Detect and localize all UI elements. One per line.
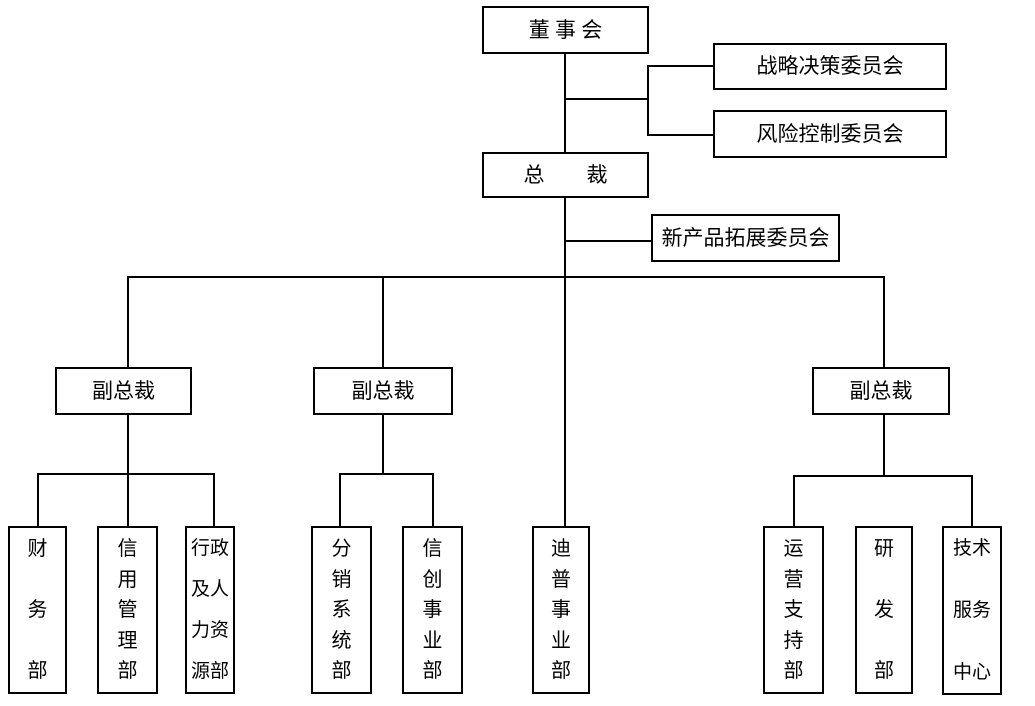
credit-management-dept-label-row: 部	[117, 660, 138, 682]
vp2-drop-line	[382, 276, 384, 367]
new-product-committee-box: 新产品拓展委员会	[651, 214, 840, 262]
operations-support-dept-label-row: 部	[783, 660, 804, 682]
rnd-dept-label-row: 部	[874, 660, 894, 682]
tech-service-center-label-row: 服务	[952, 600, 991, 621]
risk-committee-link-line	[647, 134, 713, 136]
mid-group-h-line	[339, 473, 434, 475]
rnd-dept-box: 研发部	[855, 526, 913, 694]
finance-dept-box: 财务部	[8, 526, 67, 694]
distribution-system-dept-label-row: 统	[331, 629, 352, 652]
admin-hr-dept-label-row: 及人	[190, 579, 229, 600]
distribution-system-dept-label-row: 销	[331, 568, 352, 591]
admin-hr-dept-label-row: 行政	[190, 538, 229, 559]
strategy-committee-box: 战略决策委员会	[713, 43, 947, 90]
operations-support-dept-label-row: 持	[783, 629, 804, 652]
vp3-down-line	[883, 415, 885, 477]
vice-president-3-box: 副总裁	[812, 367, 950, 415]
xinchuang-business-dept-label-row: 业	[422, 629, 443, 652]
admin-hr-drop-line	[213, 473, 215, 526]
credit-management-dept-box: 信用管理部	[97, 526, 158, 694]
ops-support-drop-line	[793, 475, 795, 526]
tech-service-center-label-row: 中心	[952, 662, 991, 683]
board-of-directors-box: 董 事 会	[482, 6, 649, 54]
dipu-business-dept-label-row: 事	[551, 599, 571, 621]
dipu-business-dept-label-row: 业	[551, 629, 571, 652]
finance-dept-label-row: 财	[27, 538, 48, 560]
dipu-business-dept-label-row: 迪	[551, 538, 571, 560]
vp1-down-line	[127, 415, 129, 526]
dipu-business-dept-label-row: 部	[551, 660, 571, 682]
dipu-business-dept-box: 迪普事业部	[532, 526, 590, 694]
operations-support-dept-label-row: 营	[783, 568, 804, 591]
dipu-business-dept-label-row: 普	[551, 568, 571, 591]
committees-branch-h-line	[564, 98, 649, 100]
vp3-drop-line	[883, 276, 885, 367]
distribution-system-dept-label-row: 分	[331, 538, 352, 560]
rnd-dept-label-row: 研	[874, 538, 894, 560]
board-to-president-line	[564, 54, 566, 152]
xinchuang-business-dept-box: 信创事业部	[402, 526, 463, 694]
vp2-down-line	[382, 415, 384, 475]
president-box: 总 裁	[482, 152, 649, 198]
operations-support-dept-label-row: 运	[783, 538, 804, 560]
credit-management-dept-label-row: 信	[117, 538, 138, 560]
new-product-link-line	[564, 240, 651, 242]
tech-service-center-box: 技术服务中心	[942, 526, 1002, 695]
main-horizontal-line	[127, 276, 885, 278]
credit-management-dept-label-row: 用	[117, 568, 138, 591]
left-group-h-line	[37, 473, 215, 475]
admin-hr-dept-label-row: 源部	[190, 661, 229, 682]
operations-support-dept-box: 运营支持部	[763, 526, 824, 694]
distribution-drop-line	[339, 473, 341, 526]
tech-service-drop-line	[971, 475, 973, 526]
rnd-dept-label-row: 发	[874, 599, 894, 621]
vice-president-1-box: 副总裁	[55, 367, 192, 415]
finance-dept-label-row: 务	[27, 599, 48, 621]
risk-control-committee-box: 风险控制委员会	[713, 110, 947, 158]
tech-service-center-label-row: 技术	[952, 538, 991, 559]
admin-hr-dept-label-row: 力资	[190, 620, 229, 641]
xinchuang-business-dept-label-row: 信	[422, 538, 443, 560]
xinchuang-business-dept-label-row: 事	[422, 599, 443, 621]
xinchuang-business-dept-label-row: 部	[422, 660, 443, 682]
admin-hr-dept-box: 行政及人力资源部	[185, 526, 235, 694]
xinchuang-business-dept-label-row: 创	[422, 568, 443, 591]
strategy-committee-link-line	[647, 65, 713, 67]
credit-management-dept-label-row: 管	[117, 599, 138, 621]
president-trunk-line	[564, 198, 566, 526]
xinchuang-drop-line	[432, 473, 434, 526]
distribution-system-dept-box: 分销系统部	[311, 526, 372, 694]
vice-president-2-box: 副总裁	[313, 367, 453, 415]
credit-management-dept-label-row: 理	[117, 629, 138, 652]
committees-branch-v-line	[647, 65, 649, 136]
finance-dept-label-row: 部	[27, 660, 48, 682]
finance-drop-line	[37, 473, 39, 526]
right-group-h-line	[793, 475, 973, 477]
operations-support-dept-label-row: 支	[783, 599, 804, 621]
distribution-system-dept-label-row: 系	[331, 599, 352, 621]
vp1-drop-line	[127, 276, 129, 367]
distribution-system-dept-label-row: 部	[331, 660, 352, 682]
